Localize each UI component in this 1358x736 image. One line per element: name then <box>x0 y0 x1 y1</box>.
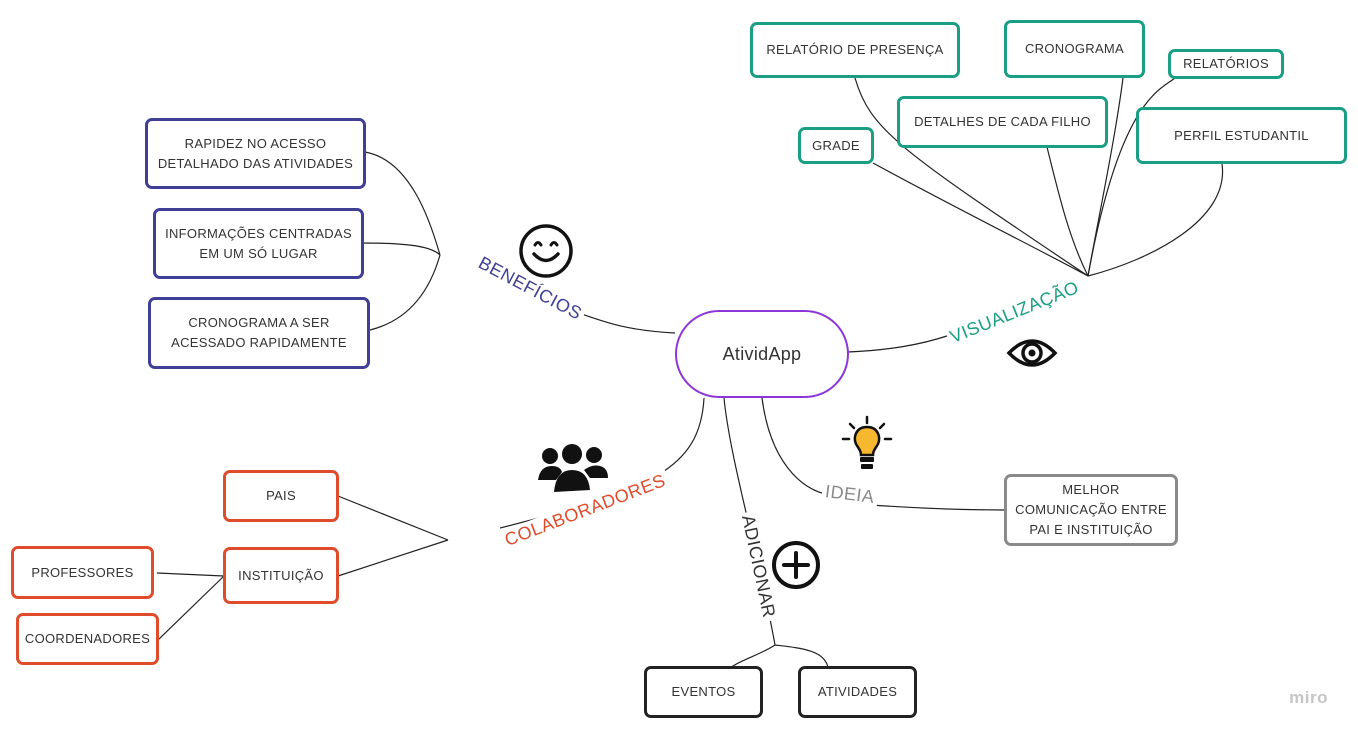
connector-beneficios-1 <box>364 151 441 256</box>
visualizacao-item-grade[interactable]: GRADE <box>798 127 874 164</box>
miro-watermark: miro <box>1289 688 1328 707</box>
eye-icon <box>1006 339 1058 367</box>
ideia-item-comunicacao[interactable]: MELHOR COMUNICAÇÃO ENTRE PAI E INSTITUIÇ… <box>1004 474 1178 546</box>
visualizacao-item-perfil-estudantil[interactable]: PERFIL ESTUDANTIL <box>1136 107 1347 164</box>
connector-colaboradores-coord <box>157 575 225 641</box>
adicionar-item-atividades[interactable]: ATIVIDADES <box>798 666 917 718</box>
connector-visualizacao-4 <box>1046 146 1089 277</box>
connector-beneficios-2 <box>361 242 441 256</box>
connector-adicionar-atividades <box>774 644 829 669</box>
connector-ideia-item <box>869 504 1006 511</box>
adicionar-item-eventos[interactable]: EVENTOS <box>644 666 763 718</box>
connector-adicionar-eventos <box>729 644 776 669</box>
visualizacao-item-cronograma[interactable]: CRONOGRAMA <box>1004 20 1145 78</box>
visualizacao-item-relatorio-presenca[interactable]: RELATÓRIO DE PRESENÇA <box>750 22 960 78</box>
connector-visualizacao-main <box>847 334 951 353</box>
colaboradores-item-instituicao[interactable]: INSTITUIÇÃO <box>223 547 339 604</box>
connector-ideia-main <box>761 397 831 496</box>
beneficios-item-cronograma[interactable]: CRONOGRAMA A SER ACESSADO RAPIDAMENTE <box>148 297 370 369</box>
connector-colaboradores-inst <box>337 539 449 577</box>
connector-beneficios-main <box>569 309 676 334</box>
connector-colaboradores-pais <box>337 495 449 541</box>
connector-visualizacao-1 <box>854 77 1089 277</box>
plus-circle-icon <box>772 541 820 589</box>
people-icon <box>538 444 608 492</box>
smiley-icon <box>519 224 573 278</box>
connector-beneficios-3 <box>369 254 441 331</box>
colaboradores-item-pais[interactable]: PAIS <box>223 470 339 522</box>
beneficios-item-informacoes[interactable]: INFORMAÇÕES CENTRADAS EM UM SÓ LUGAR <box>153 208 364 279</box>
connector-visualizacao-5 <box>872 162 1089 277</box>
connector-colaboradores-prof <box>156 572 225 577</box>
visualizacao-item-detalhes-filho[interactable]: DETALHES DE CADA FILHO <box>897 96 1108 148</box>
colaboradores-item-professores[interactable]: PROFESSORES <box>11 546 154 599</box>
lightbulb-icon <box>841 415 893 469</box>
connector-visualizacao-6 <box>1087 163 1224 277</box>
beneficios-item-rapidez[interactable]: RAPIDEZ NO ACESSO DETALHADO DAS ATIVIDAD… <box>145 118 366 189</box>
central-node[interactable]: AtividApp <box>675 310 849 398</box>
colaboradores-item-coordenadores[interactable]: COORDENADORES <box>16 613 159 665</box>
visualizacao-item-relatorios[interactable]: RELATÓRIOS <box>1168 49 1284 79</box>
